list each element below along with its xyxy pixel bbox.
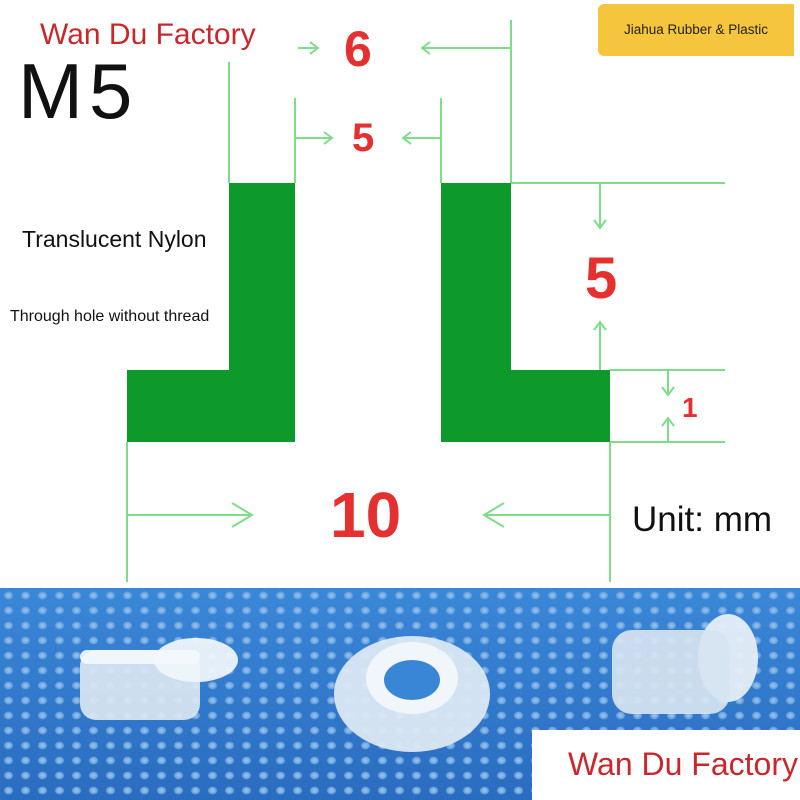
- dimension-flange-thickness: 1: [682, 392, 698, 423]
- dimension-height: 5: [585, 246, 618, 311]
- brand-label-top: Wan Du Factory: [40, 18, 256, 51]
- product-photo: [0, 588, 800, 800]
- brand-label-bottom-box: [532, 730, 800, 800]
- hole-type-label: Through hole without thread: [10, 308, 210, 325]
- grommet-side-view-left: [80, 638, 238, 720]
- unit-label: Unit: mm: [632, 500, 772, 539]
- dimension-flange-diameter: 6: [344, 21, 372, 77]
- cross-section-diagram: [126, 20, 725, 582]
- grommet-top-view-center: [334, 636, 490, 752]
- right-profile-section: [441, 183, 610, 442]
- dimension-guides: [126, 20, 725, 582]
- grommet-side-view-right: [612, 614, 758, 714]
- brand-label-bottom: Wan Du Factory: [568, 746, 798, 782]
- dimension-total-width: 10: [330, 479, 402, 551]
- left-profile-section: [127, 183, 295, 442]
- supplier-badge: Jiahua Rubber & Plastic: [598, 4, 794, 56]
- dimension-hole-diameter: 5: [352, 116, 375, 160]
- material-label: Translucent Nylon: [22, 226, 207, 252]
- model-code: M5: [18, 47, 139, 135]
- supplier-badge-text: Jiahua Rubber & Plastic: [623, 22, 769, 38]
